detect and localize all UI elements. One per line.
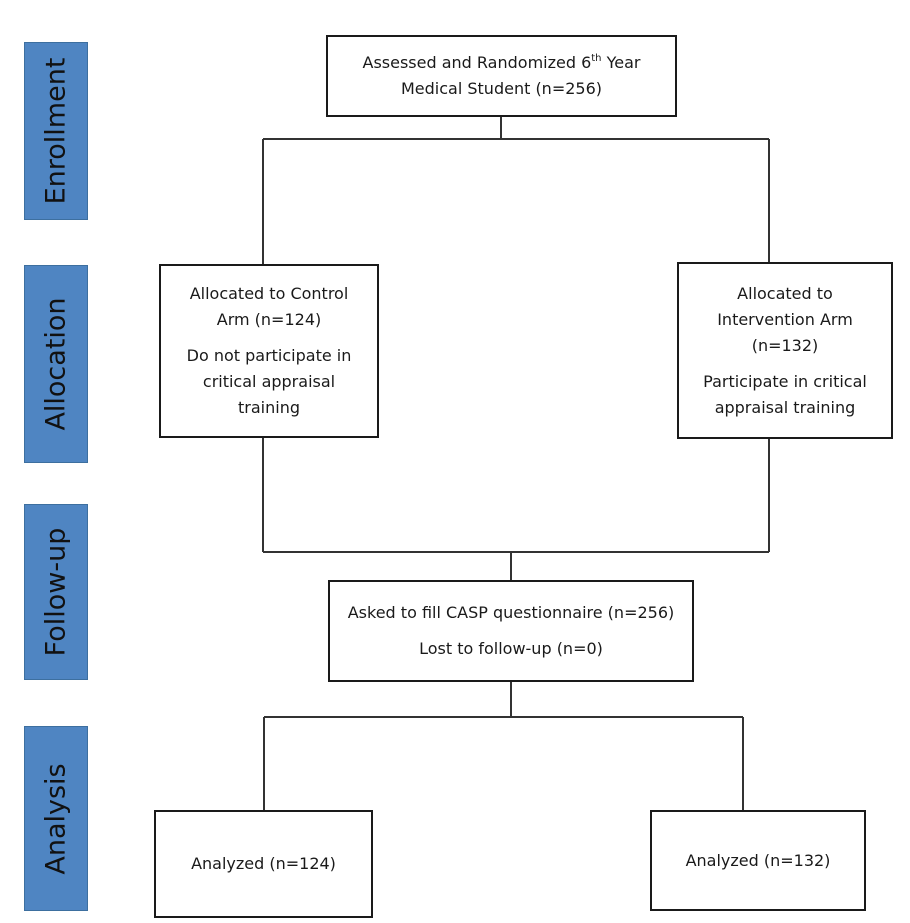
stage-label-enrollment: Enrollment — [24, 42, 88, 220]
intervention-line-2: Intervention Arm — [717, 309, 853, 329]
analysis-right-box: Analyzed (n=132) — [650, 810, 866, 911]
control-line-3: Do not participate in — [186, 346, 352, 365]
control-line-4: critical appraisal — [202, 372, 336, 391]
followup-line-1: Asked to fill CASP questionnaire (n=256) — [347, 603, 675, 622]
stage-label-followup: Follow-up — [24, 504, 88, 680]
control-line-5: training — [238, 398, 300, 417]
enrollment-line-1: Assessed and Randomized 6th Year — [362, 52, 641, 72]
stage-label-analysis: Analysis — [24, 726, 88, 911]
followup-line-2: Lost to follow-up (n=0) — [419, 639, 603, 658]
stage-label-allocation: Allocation — [24, 265, 88, 463]
enrollment-box: Assessed and Randomized 6th Year Medical… — [326, 35, 677, 117]
intervention-line-3: (n=132) — [751, 335, 819, 355]
analysis-right-label: Analyzed (n=132) — [685, 850, 831, 870]
intervention-line-1: Allocated to — [737, 283, 833, 303]
enrollment-line-2: Medical Student (n=256) — [400, 79, 603, 98]
followup-box: Asked to fill CASP questionnaire (n=256)… — [328, 580, 694, 682]
analysis-left-label: Analyzed (n=124) — [191, 854, 336, 873]
analysis-left-box: Analyzed (n=124) — [154, 810, 373, 918]
intervention-line-5: appraisal training — [714, 397, 856, 417]
control-arm-box: Allocated to Control Arm (n=124) Do not … — [159, 264, 379, 438]
control-line-2: Arm (n=124) — [216, 310, 322, 329]
control-line-1: Allocated to Control — [189, 284, 349, 303]
intervention-arm-box: Allocated to Intervention Arm (n=132) Pa… — [677, 262, 893, 439]
intervention-line-4: Participate in critical — [703, 371, 867, 391]
